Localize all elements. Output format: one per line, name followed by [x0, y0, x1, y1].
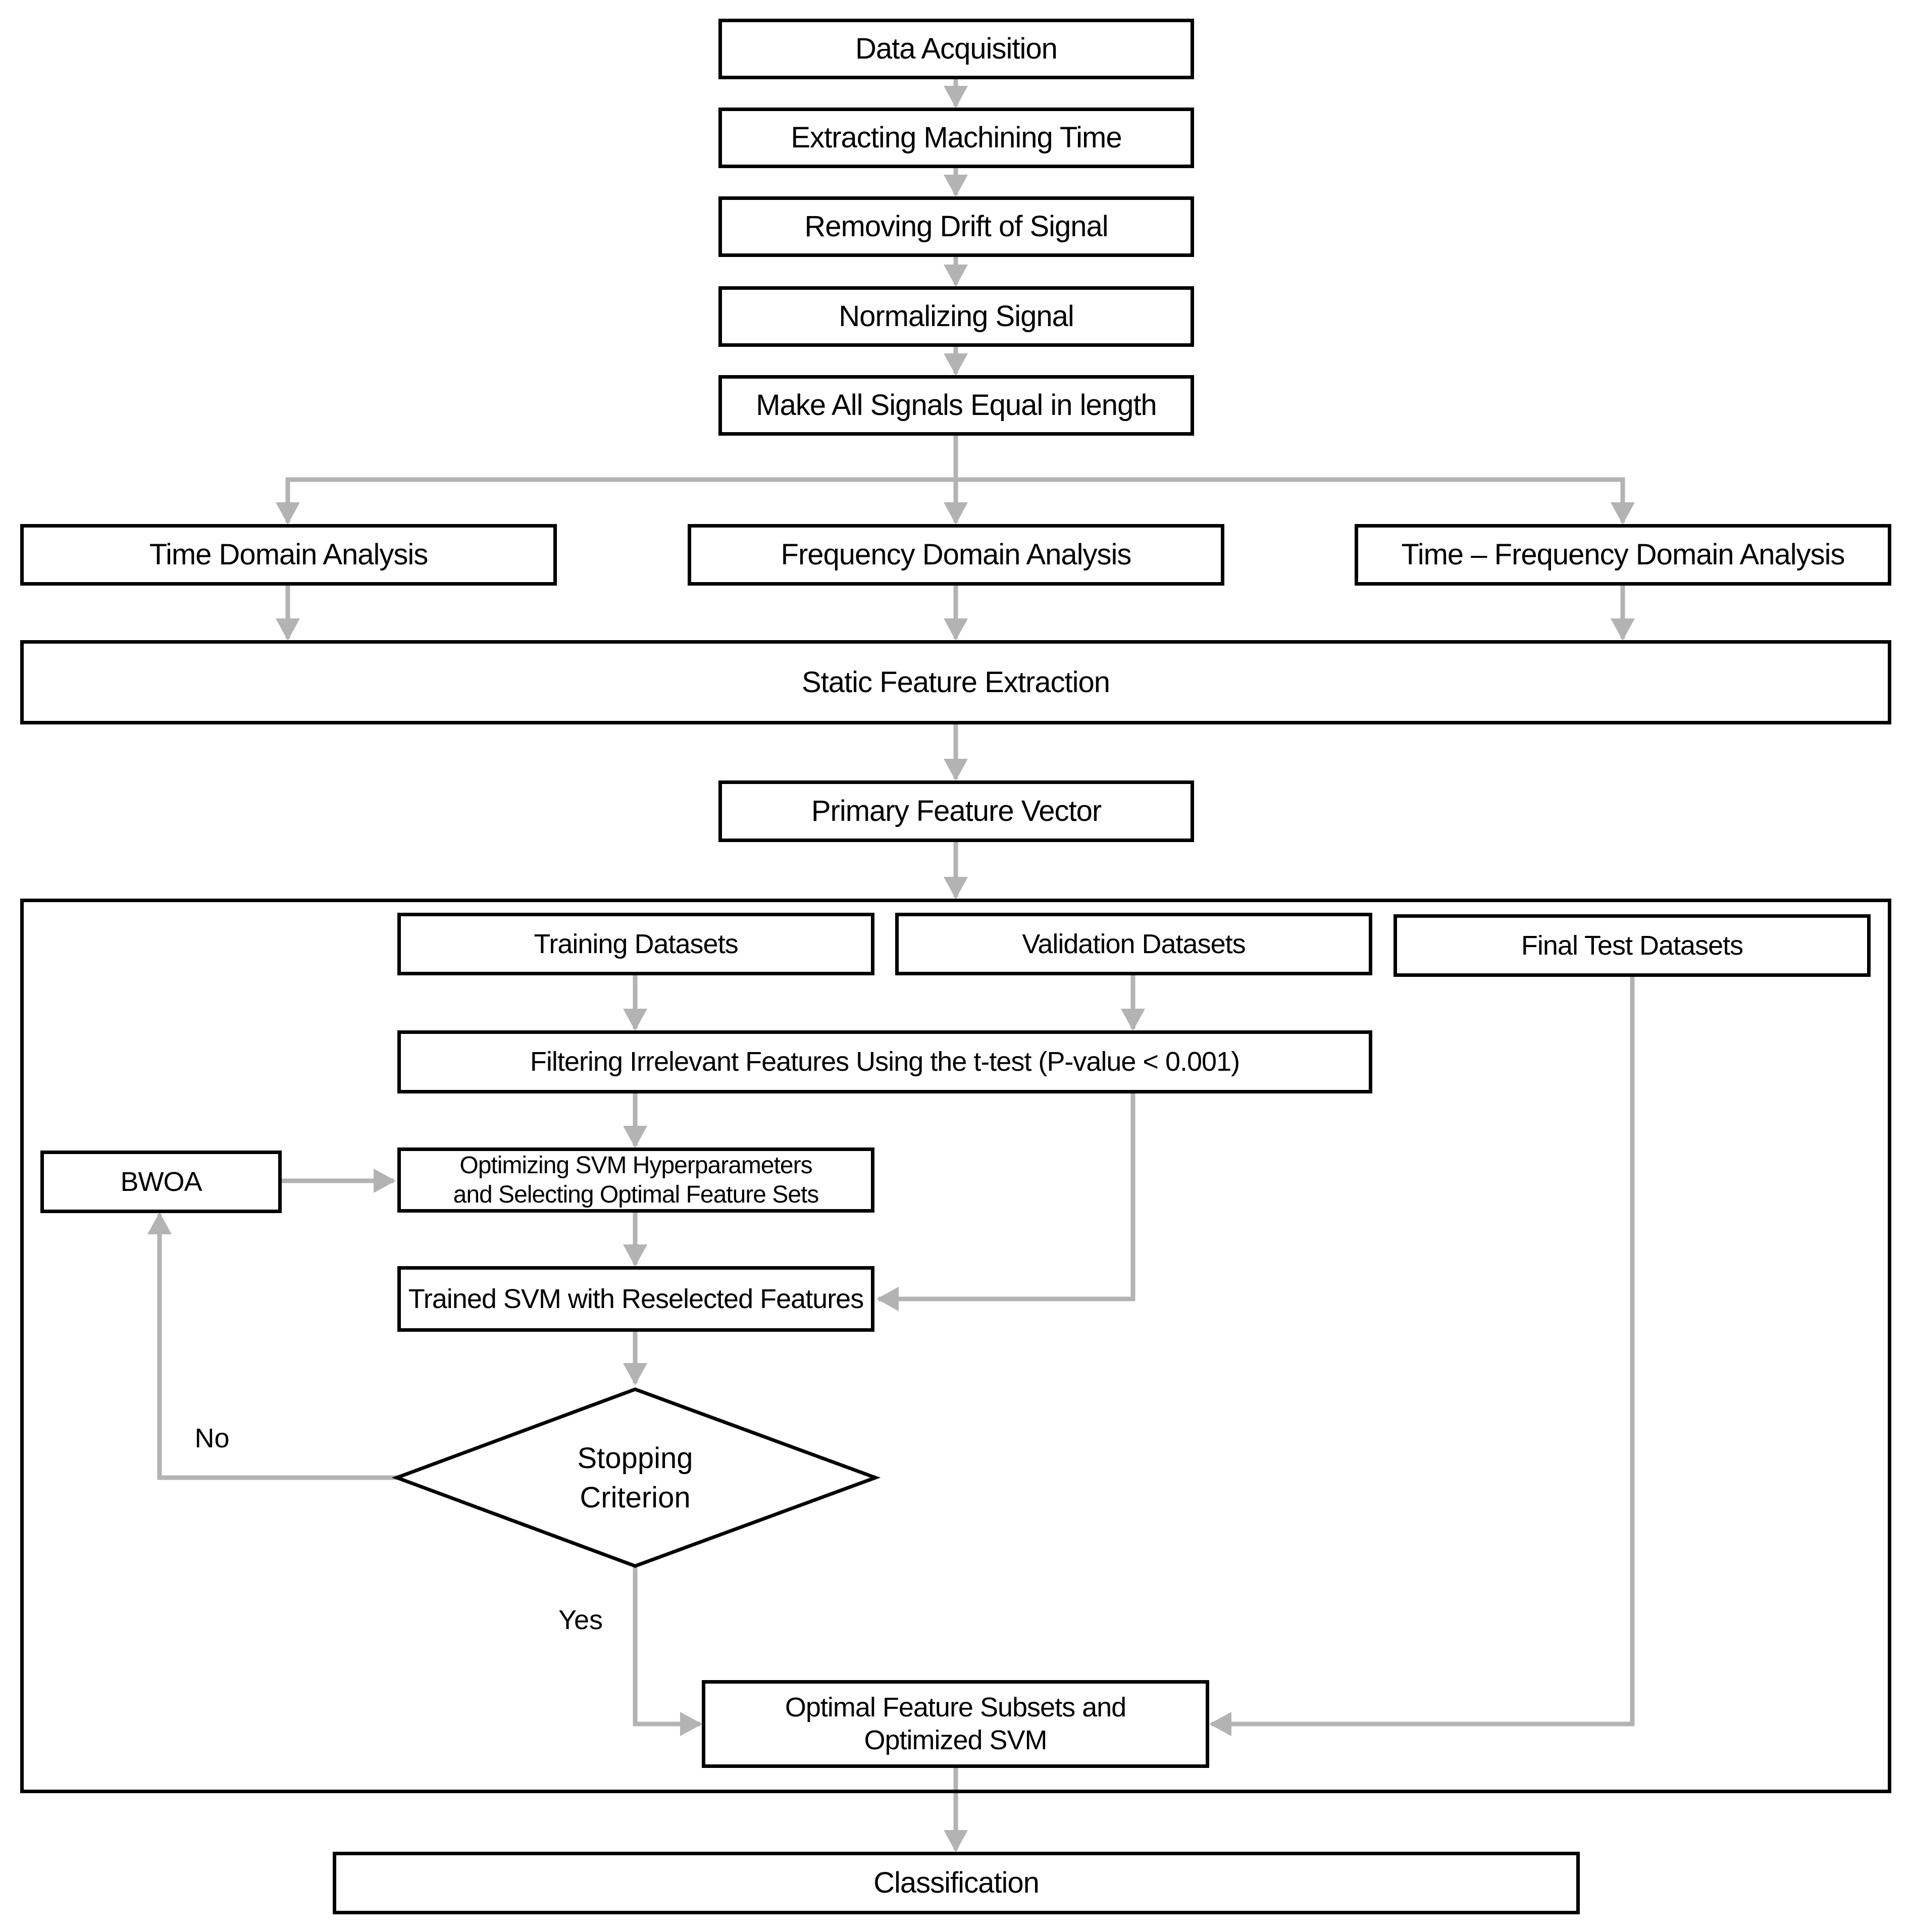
arrow-no-to-bwoa — [147, 1212, 397, 1480]
trained-svm-label: Trained SVM with Reselected Features — [408, 1283, 864, 1314]
extracting-machining-time-label: Extracting Machining Time — [791, 121, 1122, 154]
validation-datasets-box: Validation Datasets — [895, 913, 1372, 975]
time-domain-label: Time Domain Analysis — [149, 538, 429, 571]
equal-length-label: Make All Signals Equal in length — [756, 389, 1157, 422]
primary-feature-vector-label: Primary Feature Vector — [811, 795, 1102, 828]
data-acquisition-box: Data Acquisition — [718, 19, 1194, 79]
normalizing-signal-box: Normalizing Signal — [718, 286, 1194, 347]
optimizing-svm-box: Optimizing SVM Hyperparameters and Selec… — [397, 1147, 874, 1213]
validation-datasets-label: Validation Datasets — [1022, 928, 1246, 959]
primary-feature-vector-box: Primary Feature Vector — [718, 780, 1194, 842]
normalizing-signal-label: Normalizing Signal — [839, 300, 1074, 333]
time-domain-box: Time Domain Analysis — [20, 524, 557, 586]
arrow-to-time-frequency-domain — [956, 477, 1635, 525]
frequency-domain-box: Frequency Domain Analysis — [688, 524, 1224, 586]
final-test-datasets-box: Final Test Datasets — [1393, 914, 1871, 977]
yes-label: Yes — [558, 1605, 603, 1635]
time-frequency-domain-label: Time – Frequency Domain Analysis — [1401, 538, 1845, 571]
bwoa-box: BWOA — [40, 1151, 282, 1213]
extracting-machining-time-box: Extracting Machining Time — [718, 108, 1194, 168]
classification-label: Classification — [873, 1866, 1040, 1900]
removing-drift-box: Removing Drift of Signal — [718, 196, 1194, 257]
optimizing-svm-label: Optimizing SVM Hyperparameters and Selec… — [453, 1152, 819, 1208]
arrow-to-time-domain — [276, 477, 956, 525]
static-feature-extraction-label: Static Feature Extraction — [801, 665, 1110, 699]
removing-drift-label: Removing Drift of Signal — [804, 210, 1108, 243]
static-feature-extraction-box: Static Feature Extraction — [20, 640, 1891, 724]
training-datasets-label: Training Datasets — [534, 928, 738, 959]
trained-svm-box: Trained SVM with Reselected Features — [397, 1266, 874, 1332]
time-frequency-domain-box: Time – Frequency Domain Analysis — [1355, 524, 1891, 586]
model-optimization-frame — [20, 899, 1891, 1793]
frequency-domain-label: Frequency Domain Analysis — [781, 538, 1132, 571]
stopping-criterion-diamond — [391, 1387, 881, 1568]
filtering-features-label: Filtering Irrelevant Features Using the … — [530, 1047, 1240, 1077]
no-label: No — [194, 1423, 230, 1453]
optimal-feature-subsets-label: Optimal Feature Subsets and Optimized SV… — [785, 1692, 1126, 1755]
classification-box: Classification — [333, 1852, 1580, 1914]
training-datasets-box: Training Datasets — [397, 913, 874, 975]
optimal-feature-subsets-box: Optimal Feature Subsets and Optimized SV… — [702, 1680, 1209, 1768]
filtering-features-box: Filtering Irrelevant Features Using the … — [397, 1030, 1372, 1093]
arrow-filter-to-trained — [876, 1092, 1135, 1311]
stopping-criterion-label: Stopping Criterion — [577, 1442, 693, 1515]
final-test-datasets-label: Final Test Datasets — [1521, 930, 1743, 961]
arrow-final-test-to-optimal — [1209, 976, 1635, 1736]
bwoa-label: BWOA — [120, 1166, 202, 1197]
arrows — [147, 78, 1635, 1852]
data-acquisition-label: Data Acquisition — [855, 32, 1058, 66]
equal-length-box: Make All Signals Equal in length — [718, 375, 1194, 436]
arrow-yes-to-optimal — [633, 1566, 702, 1736]
